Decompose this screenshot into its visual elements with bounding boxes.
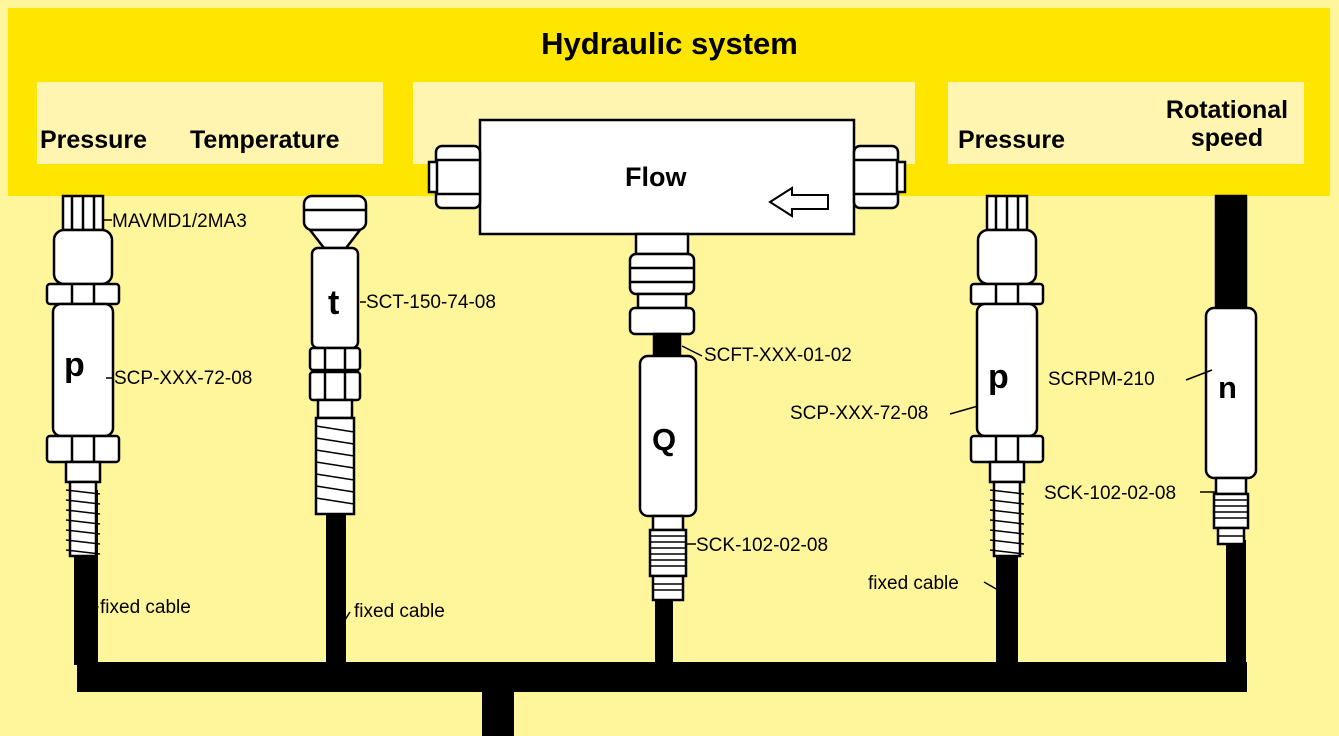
speed-part-label: SCRPM-210 — [1048, 369, 1155, 390]
pressure-right-cable-label: fixed cable — [868, 573, 959, 594]
arrow-left-icon — [768, 186, 829, 218]
flow-symbol: Q — [652, 422, 677, 457]
flow-meter — [427, 118, 907, 602]
adapter-label: MAVMD1/2MA3 — [112, 211, 247, 232]
panel-right-pressure-label: Pressure — [958, 126, 1066, 154]
speed-symbol: n — [1218, 370, 1237, 405]
flow-label: Flow — [625, 162, 687, 192]
page-title: Hydraulic system — [541, 26, 798, 61]
speed-sensor — [1204, 194, 1258, 546]
pressure-right-part-label: SCP-XXX-72-08 — [790, 403, 929, 424]
pressure-sensor-left — [45, 194, 121, 558]
panel-left-pressure-label: Pressure — [40, 126, 148, 154]
panel-right-rotational-label: Rotational — [1165, 96, 1289, 124]
temperature-sensor — [302, 194, 368, 516]
panel-right — [948, 82, 1304, 164]
pressure-right-symbol: p — [988, 358, 1009, 396]
temperature-cable-label: fixed cable — [354, 601, 445, 622]
pressure-sensor-left-spring — [65, 489, 101, 555]
speed-connector-ribs — [1214, 499, 1248, 537]
flow-connector-ribs — [650, 535, 686, 591]
temperature-part-label: SCT-150-74-08 — [366, 292, 496, 313]
flow-connector-label: SCK-102-02-08 — [696, 535, 829, 556]
speed-connector-label: SCK-102-02-08 — [1044, 483, 1177, 504]
flow-part-label: SCFT-XXX-01-02 — [704, 345, 852, 366]
panel-left — [37, 82, 383, 164]
pressure-sensor-right-spring — [989, 489, 1025, 555]
leader-lines — [87, 219, 1216, 639]
panel-left-temperature-label: Temperature — [190, 126, 340, 154]
temperature-symbol: t — [328, 284, 340, 322]
pressure-left-cable-label: fixed cable — [100, 597, 191, 618]
temperature-sensor-spring — [315, 425, 355, 505]
cable-tree — [74, 490, 1247, 736]
panel-right-speed-label: speed — [1190, 124, 1264, 152]
pressure-left-symbol: p — [64, 346, 85, 384]
pressure-left-part-label: SCP-XXX-72-08 — [114, 368, 253, 389]
